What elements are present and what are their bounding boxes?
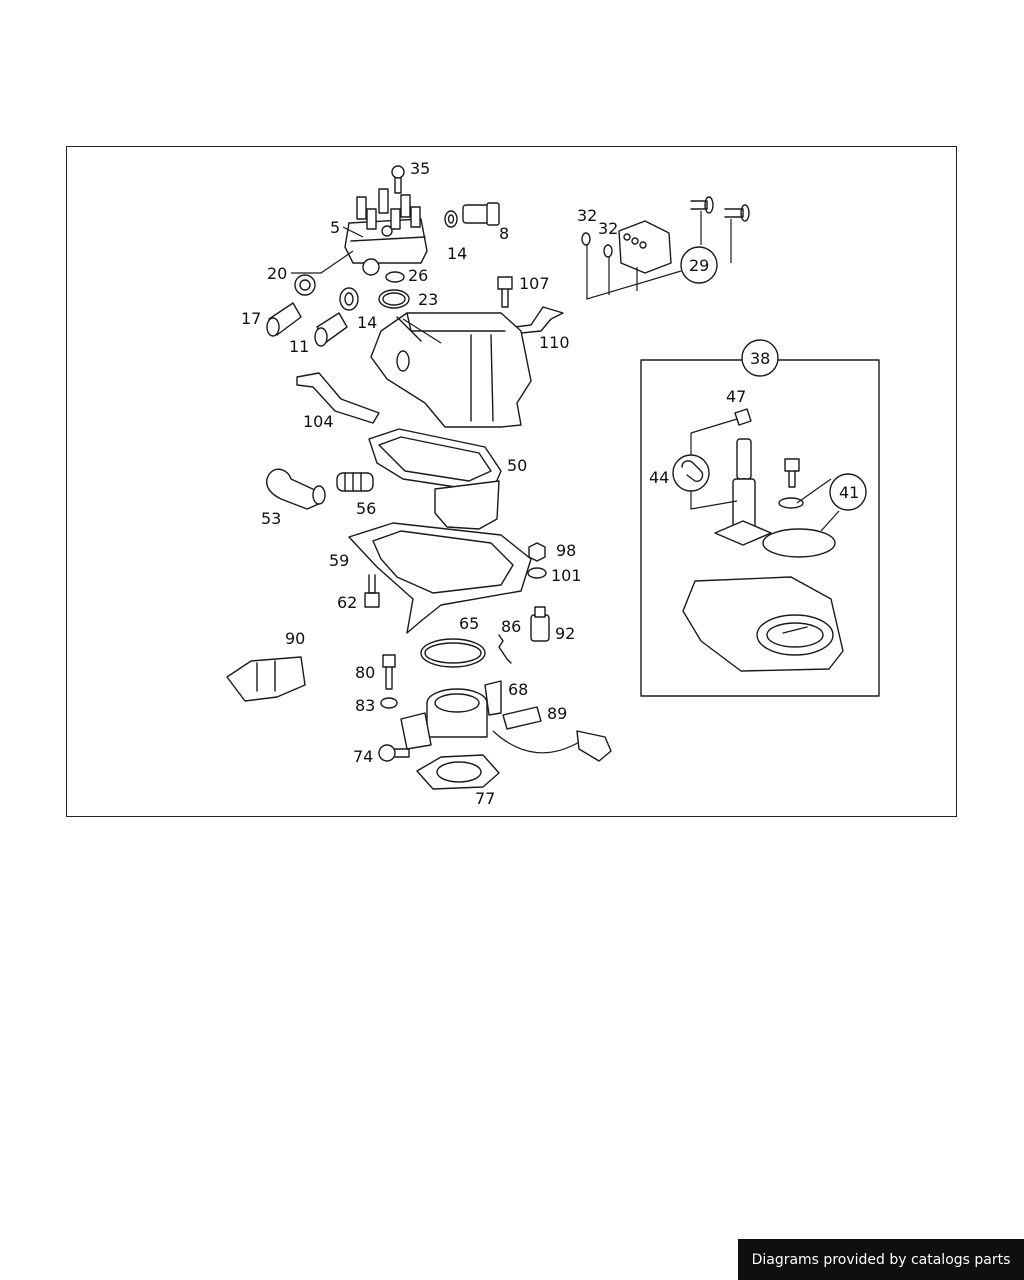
clamp-65-part[interactable] <box>420 638 486 668</box>
callout-circle-44 <box>672 454 710 492</box>
cylinder-89-part[interactable] <box>502 706 542 730</box>
callout-circle-38 <box>741 339 779 377</box>
callout-107: 107 <box>519 274 550 293</box>
upper-housing-part[interactable] <box>370 312 532 428</box>
ring-20-part[interactable] <box>294 274 316 296</box>
connector-17-part[interactable] <box>266 302 302 337</box>
callout-32a: 32 <box>577 206 597 225</box>
callout-56: 56 <box>356 499 376 518</box>
footer-credit-text: Diagrams provided by catalogs parts <box>751 1251 1011 1268</box>
bolt-107-part[interactable] <box>497 276 513 308</box>
spring-86-part[interactable] <box>498 634 512 664</box>
callout-26: 26 <box>408 266 428 285</box>
leader-23 <box>402 318 442 344</box>
callout-98: 98 <box>556 541 576 560</box>
callout-44: 44 <box>649 468 669 487</box>
leader-29 <box>586 211 732 300</box>
nut-98-part[interactable] <box>528 542 546 562</box>
oring-23-part[interactable] <box>378 289 410 309</box>
wrench-icon <box>681 460 704 483</box>
footer-credit: Diagrams provided by catalogs parts <box>738 1239 1024 1280</box>
gasket-plate-59-part[interactable] <box>348 522 532 634</box>
ring-14b-part[interactable] <box>339 287 359 311</box>
callout-5: 5 <box>330 218 340 237</box>
screw-29b-part[interactable] <box>724 204 750 222</box>
valve-92-part[interactable] <box>530 606 550 642</box>
fitting-8-part[interactable] <box>462 202 500 226</box>
callout-41: 41 <box>839 483 859 502</box>
washer-32b-part[interactable] <box>603 244 613 258</box>
callout-8: 8 <box>499 224 509 243</box>
screw-35-part[interactable] <box>391 165 405 194</box>
leader-5 <box>342 226 364 238</box>
callout-90: 90 <box>285 629 305 648</box>
callout-14b: 14 <box>357 313 377 332</box>
washer-26-part[interactable] <box>385 271 405 283</box>
hose-53-part[interactable] <box>266 468 326 510</box>
callout-62: 62 <box>337 593 357 612</box>
disc-41-part[interactable] <box>762 528 836 558</box>
screw-74-part[interactable] <box>378 744 410 762</box>
clip-90-part[interactable] <box>226 656 306 702</box>
lower-housing-part[interactable] <box>682 576 844 672</box>
callout-32b: 32 <box>598 219 618 238</box>
shaft-part[interactable] <box>714 438 772 546</box>
diagram-frame: 35 5 8 14 20 26 23 107 17 14 11 110 104 … <box>66 146 957 817</box>
callout-92: 92 <box>555 624 575 643</box>
washer-32a-part[interactable] <box>581 232 591 246</box>
callout-20: 20 <box>267 264 287 283</box>
gasket-77-part[interactable] <box>416 754 500 790</box>
callout-17: 17 <box>241 309 261 328</box>
washer-83-part[interactable] <box>380 697 398 709</box>
parts-diagram: 35 5 8 14 20 26 23 107 17 14 11 110 104 … <box>226 159 880 808</box>
bolt-62-part[interactable] <box>364 574 380 608</box>
callout-59: 59 <box>329 551 349 570</box>
intake-funnel-50-part[interactable] <box>368 428 502 530</box>
callout-110: 110 <box>539 333 570 352</box>
callout-65: 65 <box>459 614 479 633</box>
injector-block-part[interactable] <box>618 220 672 274</box>
washer-14-part[interactable] <box>444 210 458 228</box>
spring-56-part[interactable] <box>336 472 374 492</box>
connector-11-part[interactable] <box>314 312 348 347</box>
callout-23: 23 <box>418 290 438 309</box>
washer-101-part[interactable] <box>527 567 547 579</box>
callout-104: 104 <box>303 412 334 431</box>
callout-101: 101 <box>551 566 582 585</box>
callout-80: 80 <box>355 663 375 682</box>
callout-circle-29 <box>680 246 718 284</box>
cap-47-part[interactable] <box>734 408 752 426</box>
callout-11: 11 <box>289 337 309 356</box>
callout-74: 74 <box>353 747 373 766</box>
bolt-41-part[interactable] <box>784 458 800 488</box>
strap-104-part[interactable] <box>296 372 380 424</box>
throttle-body-part[interactable] <box>400 680 502 750</box>
callout-53: 53 <box>261 509 281 528</box>
callout-38: 38 <box>750 349 770 368</box>
callout-35: 35 <box>410 159 430 178</box>
callout-50: 50 <box>507 456 527 475</box>
callout-circle-41 <box>829 473 867 511</box>
washer-41-part[interactable] <box>778 497 804 509</box>
screw-80-part[interactable] <box>382 654 396 690</box>
callout-89: 89 <box>547 704 567 723</box>
callout-68: 68 <box>508 680 528 699</box>
callout-83: 83 <box>355 696 375 715</box>
leader-20 <box>291 250 354 274</box>
sensor-cable-part[interactable] <box>492 730 612 762</box>
distributor-cap-part[interactable] <box>344 188 428 276</box>
callout-86: 86 <box>501 617 521 636</box>
screw-29a-part[interactable] <box>690 196 714 214</box>
leader-41 <box>796 478 840 532</box>
callout-14: 14 <box>447 244 467 263</box>
callout-29: 29 <box>689 256 709 275</box>
callout-47: 47 <box>726 387 746 406</box>
callout-77: 77 <box>475 789 495 808</box>
